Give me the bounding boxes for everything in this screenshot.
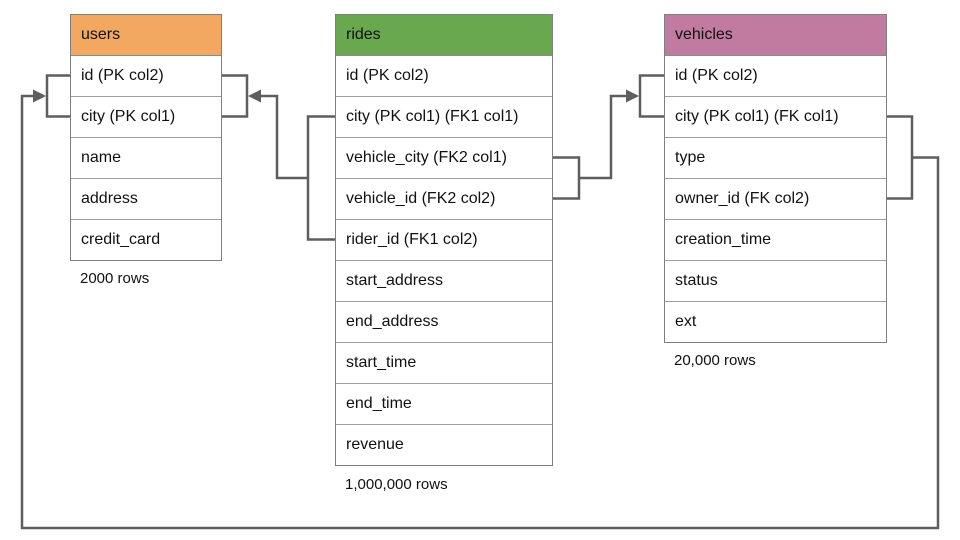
table-users-rowcount: 2000 rows bbox=[80, 270, 150, 287]
table-rides-header: rides bbox=[336, 15, 552, 56]
table-rides-column-row: id (PK col2) bbox=[336, 56, 552, 97]
table-rides: rides id (PK col2)city (PK col1) (FK1 co… bbox=[335, 14, 553, 466]
fk2-vehicles-pk-bracket bbox=[638, 74, 664, 118]
table-vehicles-column-row: ext bbox=[665, 302, 886, 342]
table-vehicles-column-row: id (PK col2) bbox=[665, 56, 886, 97]
fk-users-pk-bracket bbox=[45, 74, 70, 118]
table-rides-columns: id (PK col2)city (PK col1) (FK1 col1)veh… bbox=[336, 56, 552, 465]
fk1-arrowhead-icon bbox=[248, 89, 261, 103]
fk-connector-line bbox=[20, 94, 940, 530]
table-users-column-row: address bbox=[71, 179, 221, 220]
table-vehicles-header: vehicles bbox=[665, 15, 886, 56]
fk2-connector-line bbox=[579, 94, 627, 180]
table-rides-column-row: start_address bbox=[336, 261, 552, 302]
table-users-column-row: id (PK col2) bbox=[71, 56, 221, 97]
fk1-users-pk-bracket bbox=[222, 74, 249, 118]
table-rides-column-row: city (PK col1) (FK1 col1) bbox=[336, 97, 552, 138]
table-vehicles-column-row: city (PK col1) (FK col1) bbox=[665, 97, 886, 138]
table-rides-column-row: end_address bbox=[336, 302, 552, 343]
table-vehicles: vehicles id (PK col2)city (PK col1) (FK … bbox=[664, 14, 887, 343]
table-rides-column-row: vehicle_id (FK2 col2) bbox=[336, 179, 552, 220]
fk1-connector-line bbox=[259, 94, 308, 180]
table-vehicles-columns: id (PK col2)city (PK col1) (FK col1)type… bbox=[665, 56, 886, 342]
fk2-rides-fk-bracket bbox=[553, 156, 581, 200]
table-rides-column-row: rider_id (FK1 col2) bbox=[336, 220, 552, 261]
table-users-column-row: credit_card bbox=[71, 220, 221, 260]
table-rides-rowcount: 1,000,000 rows bbox=[345, 476, 448, 493]
table-users-header: users bbox=[71, 15, 221, 56]
table-users-column-row: city (PK col1) bbox=[71, 97, 221, 138]
table-users-column-row: name bbox=[71, 138, 221, 179]
table-rides-column-row: vehicle_city (FK2 col1) bbox=[336, 138, 552, 179]
fk-arrowhead-icon bbox=[33, 89, 46, 103]
fk-vehicles-fk-bracket bbox=[887, 115, 914, 200]
table-vehicles-rowcount: 20,000 rows bbox=[674, 352, 756, 369]
table-rides-column-row: revenue bbox=[336, 425, 552, 465]
fk1-rides-fk-bracket bbox=[306, 115, 335, 241]
table-vehicles-column-row: owner_id (FK col2) bbox=[665, 179, 886, 220]
table-rides-column-row: end_time bbox=[336, 384, 552, 425]
fk2-arrowhead-icon bbox=[626, 89, 639, 103]
table-vehicles-column-row: creation_time bbox=[665, 220, 886, 261]
table-vehicles-column-row: type bbox=[665, 138, 886, 179]
table-vehicles-column-row: status bbox=[665, 261, 886, 302]
table-rides-column-row: start_time bbox=[336, 343, 552, 384]
